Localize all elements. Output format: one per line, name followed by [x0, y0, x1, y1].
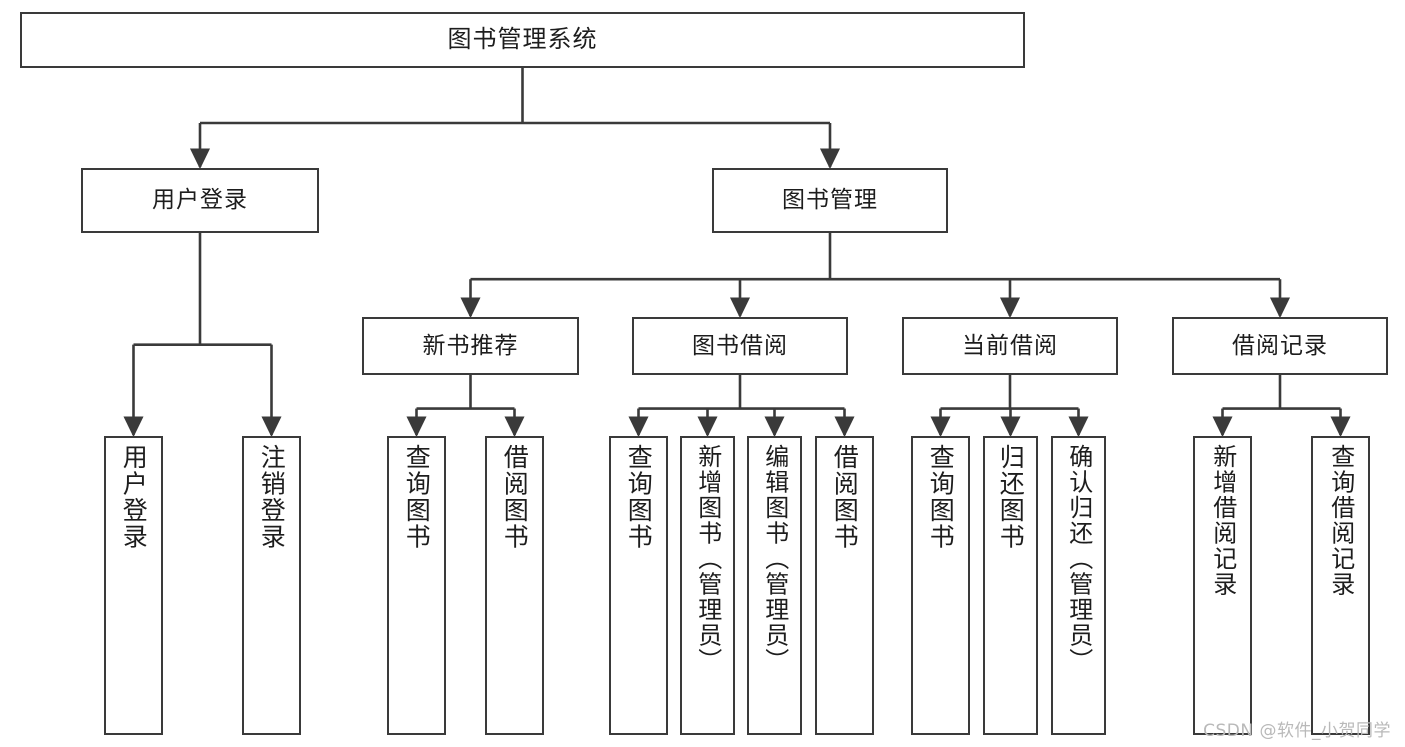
- node-book-borrow[interactable]: 图书借阅: [632, 317, 848, 375]
- node-leaf-br-add[interactable]: 新增借阅记录: [1193, 436, 1252, 735]
- node-label: 确认归还（管理员）: [1064, 444, 1093, 674]
- node-leaf-user-logout[interactable]: 注销登录: [242, 436, 301, 735]
- node-label: 新增图书（管理员）: [693, 444, 722, 674]
- node-label: 查询借阅记录: [1326, 444, 1355, 597]
- node-user-login[interactable]: 用户登录: [81, 168, 319, 233]
- node-leaf-cb-confirm[interactable]: 确认归还（管理员）: [1051, 436, 1106, 735]
- node-label: 图书管理: [782, 187, 878, 214]
- node-leaf-bb-borrow[interactable]: 借阅图书: [815, 436, 874, 735]
- csdn-watermark: CSDN @软件_小贺同学: [1203, 721, 1391, 741]
- node-label: 用户登录: [119, 444, 149, 550]
- node-label: 借阅记录: [1232, 332, 1328, 359]
- node-label: 新书推荐: [422, 332, 519, 359]
- node-leaf-user-login[interactable]: 用户登录: [104, 436, 163, 735]
- node-label: 图书管理系统: [447, 25, 598, 54]
- node-current-borrow[interactable]: 当前借阅: [902, 317, 1118, 375]
- node-label: 图书借阅: [692, 332, 788, 359]
- node-leaf-cb-query[interactable]: 查询图书: [911, 436, 970, 735]
- node-new-book-rec[interactable]: 新书推荐: [362, 317, 579, 375]
- node-label: 查询图书: [624, 444, 654, 550]
- node-root[interactable]: 图书管理系统: [20, 12, 1025, 68]
- node-book-manage[interactable]: 图书管理: [712, 168, 948, 233]
- node-label: 借阅图书: [830, 444, 860, 550]
- node-leaf-br-query[interactable]: 查询借阅记录: [1311, 436, 1370, 735]
- node-leaf-nr-borrow[interactable]: 借阅图书: [485, 436, 544, 735]
- node-borrow-record[interactable]: 借阅记录: [1172, 317, 1388, 375]
- node-label: 借阅图书: [500, 444, 530, 550]
- node-leaf-bb-query[interactable]: 查询图书: [609, 436, 668, 735]
- node-label: 当前借阅: [962, 332, 1058, 359]
- node-leaf-nr-query[interactable]: 查询图书: [387, 436, 446, 735]
- node-leaf-cb-return[interactable]: 归还图书: [983, 436, 1038, 735]
- node-leaf-bb-add[interactable]: 新增图书（管理员）: [680, 436, 735, 735]
- node-label: 查询图书: [926, 444, 956, 550]
- node-leaf-bb-edit[interactable]: 编辑图书（管理员）: [747, 436, 802, 735]
- node-label: 注销登录: [257, 444, 287, 550]
- node-label: 编辑图书（管理员）: [760, 444, 789, 674]
- node-label: 用户登录: [152, 187, 248, 214]
- node-label: 查询图书: [402, 444, 432, 550]
- node-label: 新增借阅记录: [1208, 444, 1237, 597]
- node-label: 归还图书: [996, 444, 1026, 550]
